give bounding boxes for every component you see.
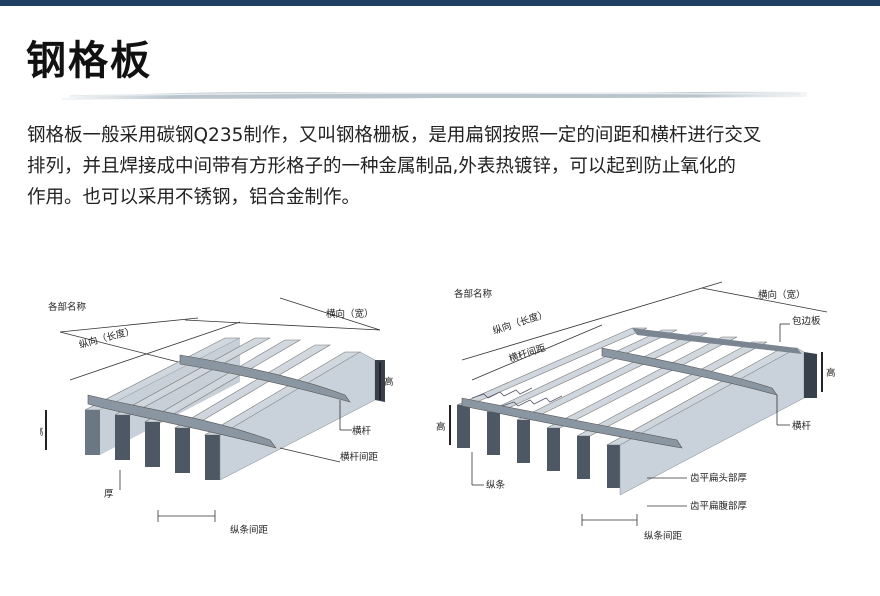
top-bar: [0, 0, 880, 6]
serrated-head-thickness-label: 齿平扁头部厚: [690, 472, 748, 484]
description-line: 排列，并且焊接成中间带有方形格子的一种金属制品,外表热镀锌，可以起到防止氧化的: [27, 156, 736, 177]
grating-diagram-left: 各部名称 横向（宽） 纵向（长度） 高 高 横杆 横杆间距 厚 纵条间距: [40, 297, 394, 536]
crosswise-label: 横向（宽）: [758, 289, 806, 301]
bearing-bars: [84, 337, 385, 481]
cross-bar-spacing-label: 横杆间距: [340, 451, 379, 463]
cross-bar-spacing-label: 横杆间距: [507, 342, 547, 365]
thickness-label: 厚: [104, 489, 114, 500]
edge-band-label: 包边板: [792, 315, 821, 327]
height-label-right: 高: [826, 367, 836, 379]
bearing-bar-spacing-label: 纵条间距: [644, 530, 683, 542]
height-label-right: 高: [384, 376, 394, 388]
grating-diagram-right: 各部名称 横向（宽） 纵向（长度） 横杆间距 高 高 包边板 横杆 纵条 齿: [436, 281, 836, 542]
bearing-bar-spacing-label: 纵条间距: [230, 524, 269, 536]
diagram-title: 各部名称: [48, 301, 87, 313]
height-label-left: 高: [40, 426, 44, 438]
bearing-bar-label: 纵条: [486, 479, 506, 491]
description-line: 钢格板一般采用碳钢Q235制作，又叫钢格栅板，是用扁钢按照一定的间距和横杆进行交…: [27, 125, 762, 146]
cross-bar-label: 横杆: [352, 425, 372, 437]
diagram-title: 各部名称: [454, 288, 493, 300]
lengthwise-label: 纵向（长度）: [491, 308, 549, 337]
crosswise-label: 横向（宽）: [326, 308, 374, 320]
page-title: 钢格板: [26, 38, 152, 84]
cross-bar-label: 横杆: [792, 420, 812, 432]
bearing-bars: [456, 327, 817, 496]
height-label-left: 高: [436, 421, 446, 433]
serrated-web-thickness-label: 齿平扁腹部厚: [690, 500, 748, 512]
lengthwise-label: 纵向（长度）: [78, 325, 136, 351]
description: 钢格板一般采用碳钢Q235制作，又叫钢格栅板，是用扁钢按照一定的间距和横杆进行交…: [27, 120, 857, 213]
brush-stroke-divider: [62, 91, 808, 100]
description-line: 作用。也可以采用不锈钢，铝合金制作。: [27, 187, 361, 208]
cross-bar: [461, 397, 683, 449]
cross-bar: [87, 394, 277, 449]
